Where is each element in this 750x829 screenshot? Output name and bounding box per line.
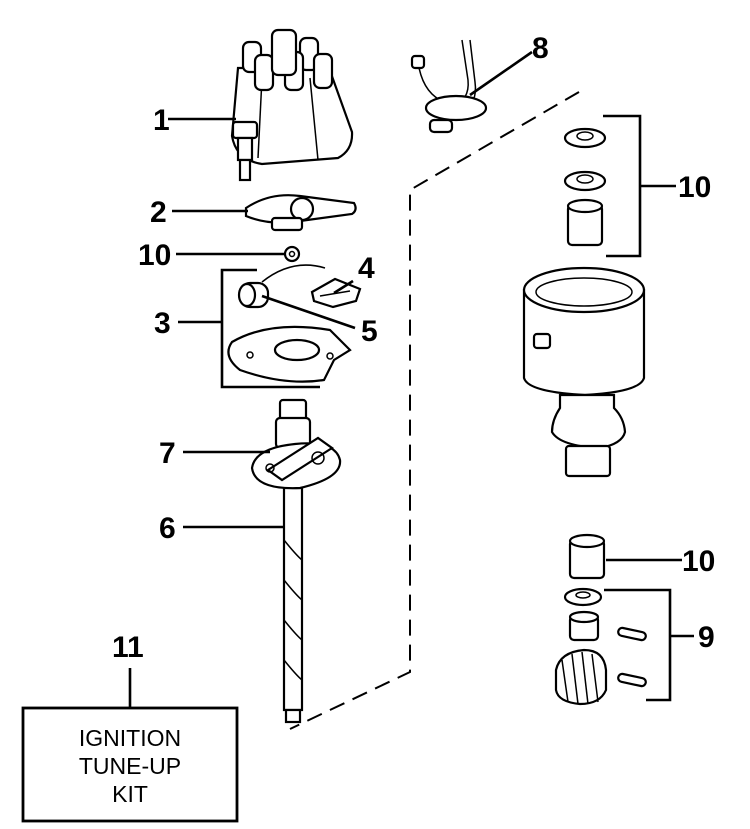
callout-11: 11 bbox=[112, 631, 144, 664]
callout-9: 9 bbox=[698, 621, 715, 654]
bracket-3 bbox=[220, 268, 320, 389]
callout-1: 1 bbox=[153, 104, 170, 137]
middle-washer bbox=[563, 170, 607, 192]
tune-up-kit-box bbox=[21, 706, 239, 823]
callout-10b: 10 bbox=[678, 171, 711, 204]
callout-5: 5 bbox=[361, 315, 378, 348]
rotor bbox=[244, 194, 357, 232]
upper-washer bbox=[563, 127, 607, 149]
callout-8: 8 bbox=[532, 32, 549, 65]
kit-line-2: TUNE-UP bbox=[79, 753, 181, 779]
distributor-cap bbox=[230, 28, 354, 182]
callout-7: 7 bbox=[159, 437, 176, 470]
kit-line-3: KIT bbox=[112, 781, 148, 807]
callout-4: 4 bbox=[358, 252, 375, 285]
housing-alignment-line bbox=[289, 91, 580, 730]
roll-pins bbox=[617, 626, 647, 688]
breaker-plate bbox=[227, 325, 352, 383]
leader-line-5 bbox=[261, 294, 356, 330]
callout-3: 3 bbox=[154, 307, 171, 340]
lower-bushing bbox=[568, 533, 606, 580]
advance-mechanism bbox=[250, 398, 342, 490]
bracket-10b bbox=[603, 114, 642, 258]
distributor-shaft bbox=[282, 486, 304, 724]
callout-6: 6 bbox=[159, 512, 176, 545]
kit-line-1: IGNITION bbox=[79, 725, 181, 751]
lower-washer bbox=[563, 587, 603, 607]
distributor-housing bbox=[522, 266, 646, 478]
bracket-9 bbox=[604, 588, 672, 702]
callout-10a: 10 bbox=[138, 239, 171, 272]
drive-gear bbox=[554, 648, 608, 706]
callout-10c: 10 bbox=[682, 545, 715, 578]
upper-bushing bbox=[566, 198, 604, 247]
drive-collar bbox=[568, 610, 600, 642]
condenser bbox=[237, 264, 326, 309]
primary-wire-harness bbox=[410, 39, 488, 134]
leader-line-8 bbox=[469, 50, 533, 97]
leader-line-4 bbox=[333, 279, 354, 295]
retainer-clip bbox=[283, 245, 301, 263]
callout-2: 2 bbox=[150, 196, 167, 229]
